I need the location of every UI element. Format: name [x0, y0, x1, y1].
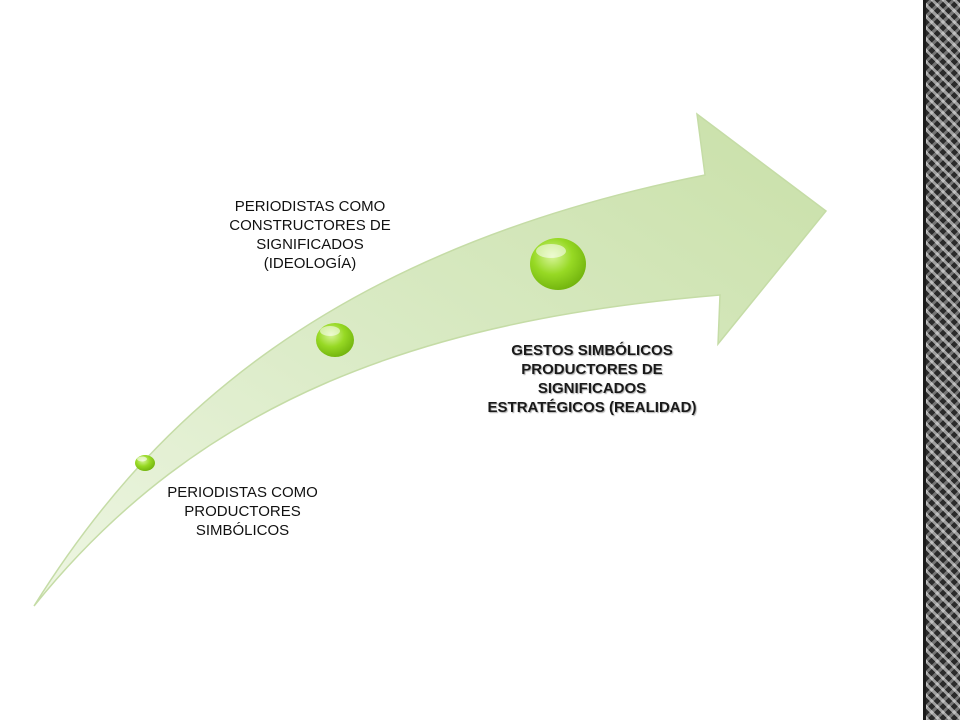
- edge-divider: [923, 0, 926, 720]
- stage-dot-1: [135, 455, 155, 471]
- stage-label-2: PERIODISTAS COMO CONSTRUCTORES DE SIGNIF…: [229, 198, 391, 272]
- stage-dot-2: [316, 323, 354, 357]
- decorative-edge-strip: [926, 0, 960, 720]
- stage-label-3: GESTOS SIMBÓLICOS PRODUCTORES DE SIGNIFI…: [487, 342, 697, 416]
- stage-dot-3: [530, 238, 586, 290]
- stage-label-1: PERIODISTAS COMO PRODUCTORES SIMBÓLICOS: [167, 484, 318, 539]
- curved-arrow-shape: [33, 112, 828, 607]
